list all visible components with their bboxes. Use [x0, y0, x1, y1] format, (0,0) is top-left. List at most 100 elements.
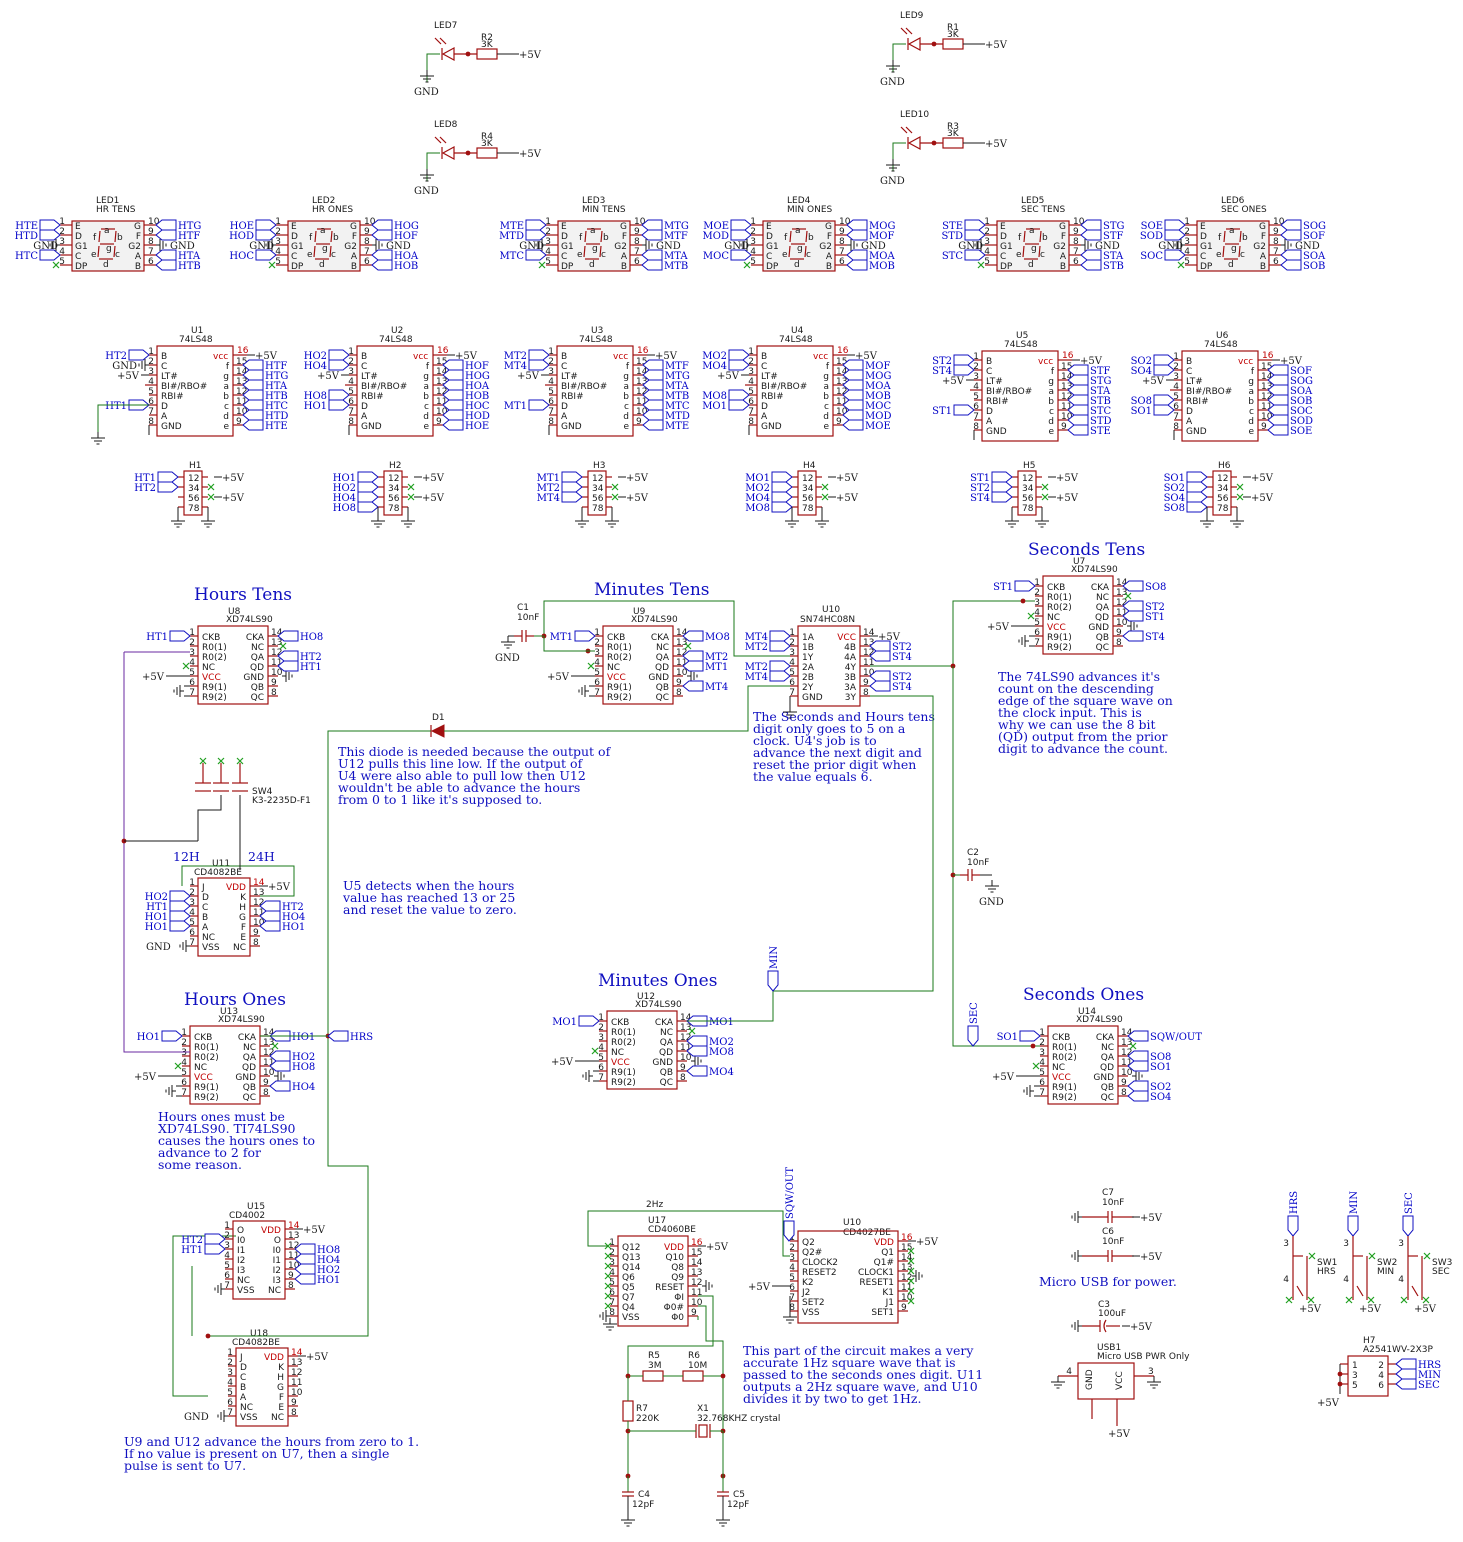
wire — [587, 1210, 790, 1257]
pin-name: D — [561, 402, 568, 412]
pin-name: Q2 — [802, 1238, 815, 1248]
pin-number: 2 — [189, 638, 195, 648]
pin-number: 14 — [1121, 1028, 1133, 1038]
net-port: SOB — [1280, 259, 1325, 272]
decoder-body — [981, 350, 1059, 442]
pin-name: F — [241, 923, 246, 933]
net-port: MO8 — [686, 1045, 734, 1058]
port-flag — [869, 650, 891, 662]
pin-number: 10 — [436, 407, 448, 417]
net-port: SO2 — [1131, 354, 1175, 367]
port-label: SOB — [1290, 396, 1312, 407]
pin-number: 6 — [189, 928, 195, 938]
pin-number: 5 — [181, 1068, 187, 1078]
pin-name: ΦI — [674, 1293, 684, 1303]
pin-name: Φ0# — [664, 1303, 684, 1313]
net-port: HO1 — [259, 920, 305, 933]
net-port: MT4 — [504, 359, 550, 372]
pin-number: 10 — [691, 1298, 703, 1308]
no-connect-mark — [1308, 1252, 1316, 1260]
port-flag — [728, 359, 750, 371]
pin-number: 10 — [271, 668, 283, 678]
port-label: HTA — [265, 381, 288, 392]
port-label: ST4 — [932, 366, 952, 377]
power-label: +5V — [836, 493, 859, 504]
no-connect-mark — [604, 1302, 612, 1310]
port-flag — [991, 481, 1013, 493]
seg-letter: e — [91, 250, 97, 260]
port-label: HO1 — [137, 1032, 160, 1043]
port-flag — [842, 409, 864, 421]
pin-name: Q12 — [622, 1243, 641, 1253]
value-label: 3K — [947, 129, 960, 139]
pin-number: 12 — [836, 387, 847, 397]
pin-number: 7 — [181, 1088, 187, 1098]
pin-name: RBI# — [361, 392, 384, 402]
seg-letter: e — [307, 250, 313, 260]
pin-number: 1 — [598, 1013, 604, 1023]
power-label: +5V — [706, 1242, 729, 1253]
pin-name: A — [202, 923, 209, 933]
port-flag — [1153, 364, 1175, 376]
pin-number: 2 — [227, 1358, 233, 1368]
net-port: MTF — [642, 359, 689, 372]
pin-name: D — [1000, 232, 1007, 242]
pin-number: 15 — [691, 1248, 702, 1258]
note-u5: and reset the value to zero. — [343, 902, 517, 917]
pin-number: 14 — [263, 1028, 275, 1038]
pin-name: c — [1249, 407, 1254, 417]
pin-number: 13 — [1121, 1038, 1132, 1048]
pin-name: e — [423, 422, 429, 432]
port-label: MTC — [665, 401, 690, 412]
port-flag — [1347, 1215, 1359, 1237]
port-label: MOD — [865, 411, 891, 422]
led-triangle — [907, 135, 921, 151]
power-label: +5V — [1140, 1213, 1163, 1224]
seg-letter: c — [1040, 250, 1045, 260]
pin-name: R0(2) — [611, 1038, 636, 1048]
power-label: +5V — [422, 473, 445, 484]
port-flag — [155, 249, 177, 261]
no-connect-stroke — [207, 493, 215, 501]
port-flag — [1267, 424, 1289, 436]
pin-number: 7 — [148, 247, 154, 257]
port-label: HO1 — [317, 1275, 340, 1286]
net-port: MO1 — [702, 399, 750, 412]
pin-name: b — [423, 392, 429, 402]
pin-name: QC — [243, 1093, 256, 1103]
net-port: HTD — [15, 229, 61, 242]
port-label: HO2 — [145, 892, 168, 903]
pin-number: 4 — [224, 1251, 230, 1261]
chip-body — [197, 877, 251, 957]
net-port: SOA — [1280, 249, 1326, 262]
note-ls90: count on the descending — [998, 681, 1154, 696]
pin-number: 6 — [227, 1398, 233, 1408]
capacitor — [514, 630, 534, 642]
pin-number: 6 — [148, 397, 154, 407]
port-flag — [574, 630, 596, 642]
led-ref: LED7 — [434, 21, 457, 31]
pin-name: R9(2) — [611, 1078, 636, 1088]
port-flag — [641, 249, 663, 261]
pin-number: 15 — [1061, 362, 1072, 372]
port-label: HRS — [1289, 1191, 1300, 1214]
pin-name: QD — [250, 663, 264, 673]
net-port: MTG — [642, 369, 690, 382]
pin-number: 9 — [676, 678, 682, 688]
pin-name: e — [623, 422, 629, 432]
note-tens-digit: clock. U4's job is to — [753, 733, 877, 748]
header-ref: H6 — [1218, 461, 1231, 471]
pin-number: 9 — [288, 1271, 294, 1281]
display-ref: LED6 — [1221, 196, 1245, 206]
power-label: +5V — [519, 149, 542, 160]
pin-number: 13 — [863, 638, 874, 648]
port-label: HTB — [265, 391, 288, 402]
pin-number: 5 — [1039, 1068, 1045, 1078]
value-label: 3K — [481, 139, 494, 149]
pin-name: H — [239, 903, 246, 913]
port-flag — [255, 229, 277, 241]
pin-name: Q6 — [622, 1273, 635, 1283]
port-flag — [525, 249, 547, 261]
